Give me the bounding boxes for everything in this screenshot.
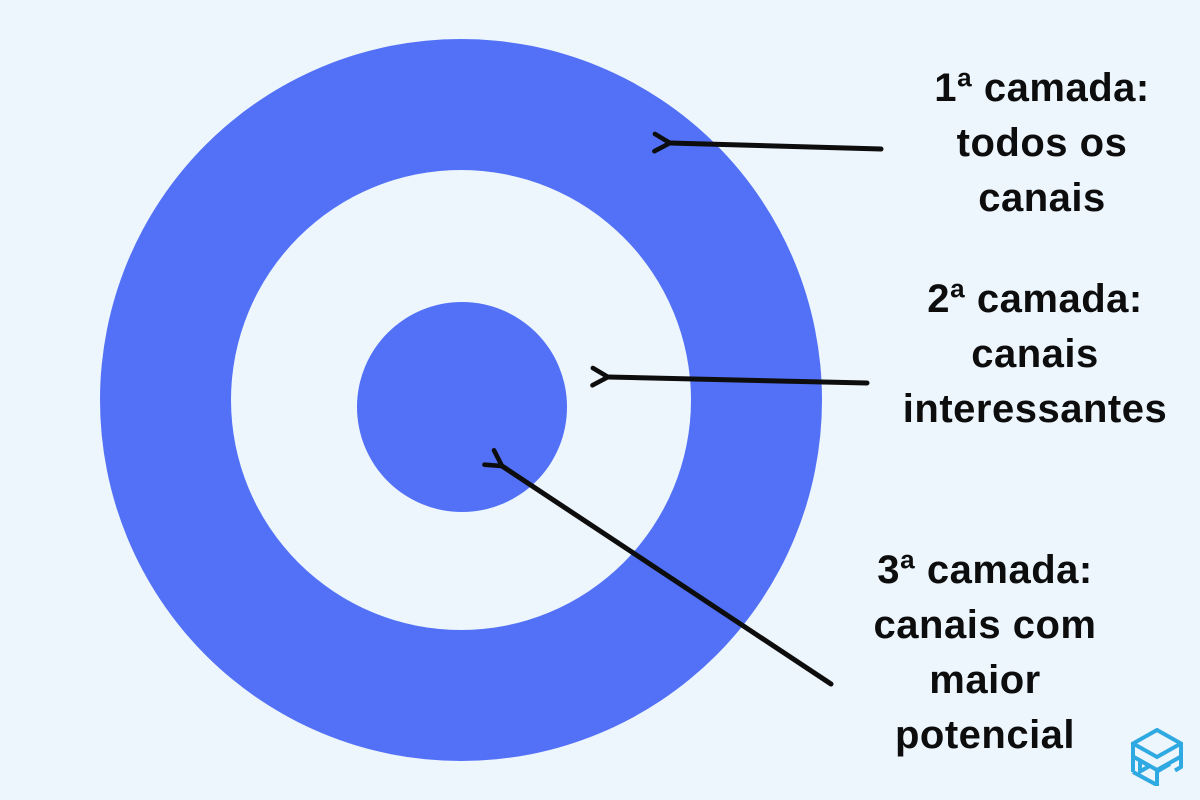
layer-3-label-line-2: canais com xyxy=(873,603,1097,647)
layer-1-label-line-3: canais xyxy=(978,176,1106,220)
layer-3-label-line-4: potencial xyxy=(894,713,1076,757)
target-inner-circle-layer-3 xyxy=(357,302,567,512)
layer-2-label: 2ª camada: canais interessantes xyxy=(860,272,1200,437)
layer-1-label-line-1: 1ª camada: xyxy=(934,66,1150,110)
arrow-icon-layer-3 xyxy=(482,448,834,687)
layer-2-label-line-2: canais xyxy=(971,332,1099,376)
layer-3-label-line-3: maior xyxy=(929,658,1041,702)
brand-logo-icon xyxy=(1131,728,1183,786)
layer-2-label-line-3: interessantes xyxy=(902,387,1168,431)
arrow-icon-layer-1 xyxy=(652,131,884,154)
layer-3-label: 3ª camada: canais com maior potencial xyxy=(810,543,1160,763)
layer-1-label-line-2: todos os xyxy=(956,121,1128,165)
layer-2-label-line-1: 2ª camada: xyxy=(927,277,1143,321)
layer-1-label: 1ª camada: todos os canais xyxy=(867,61,1200,226)
layer-3-label-line-1: 3ª camada: xyxy=(877,548,1093,592)
arrow-icon-layer-2 xyxy=(590,365,870,388)
